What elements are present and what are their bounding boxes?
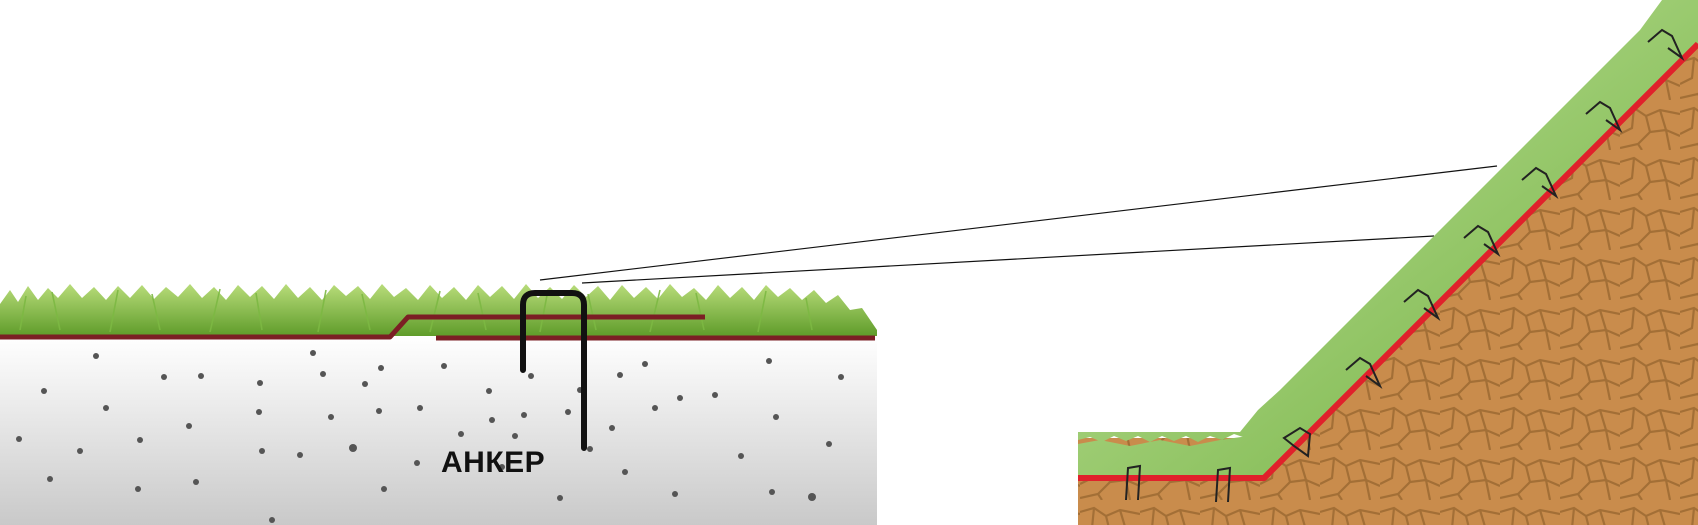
anchor-staple-icon [1282, 426, 1312, 458]
slope-section [1078, 0, 1698, 525]
anchor-staple-icon [1345, 356, 1383, 389]
gravel-dots [16, 350, 844, 523]
anchor-staple-icon [1215, 466, 1232, 503]
anchor-label: АНКЕР [441, 446, 546, 479]
anchor-staple-icon [1585, 100, 1623, 133]
anchor-staple-icon [1125, 464, 1142, 501]
anchor-staple-icon [520, 290, 587, 451]
anchor-staple-icon [1403, 288, 1441, 321]
flat-ground-section [0, 165, 1498, 525]
grass-band-slope [1078, 0, 1698, 476]
grass-blades-flat [19, 288, 813, 333]
grass-strip-flat [0, 284, 877, 336]
anchor-staple-icon [1521, 166, 1559, 199]
soil-under-slope [1078, 48, 1698, 525]
slope-anchors [1125, 28, 1685, 503]
callout-line-upper [539, 165, 1498, 281]
callout-line-lower [581, 235, 1435, 284]
anchor-staple-icon [1463, 224, 1501, 257]
gravel-ground [0, 336, 877, 525]
anchor-staple-icon [1647, 28, 1685, 61]
mesh-lower-flat [0, 314, 705, 340]
